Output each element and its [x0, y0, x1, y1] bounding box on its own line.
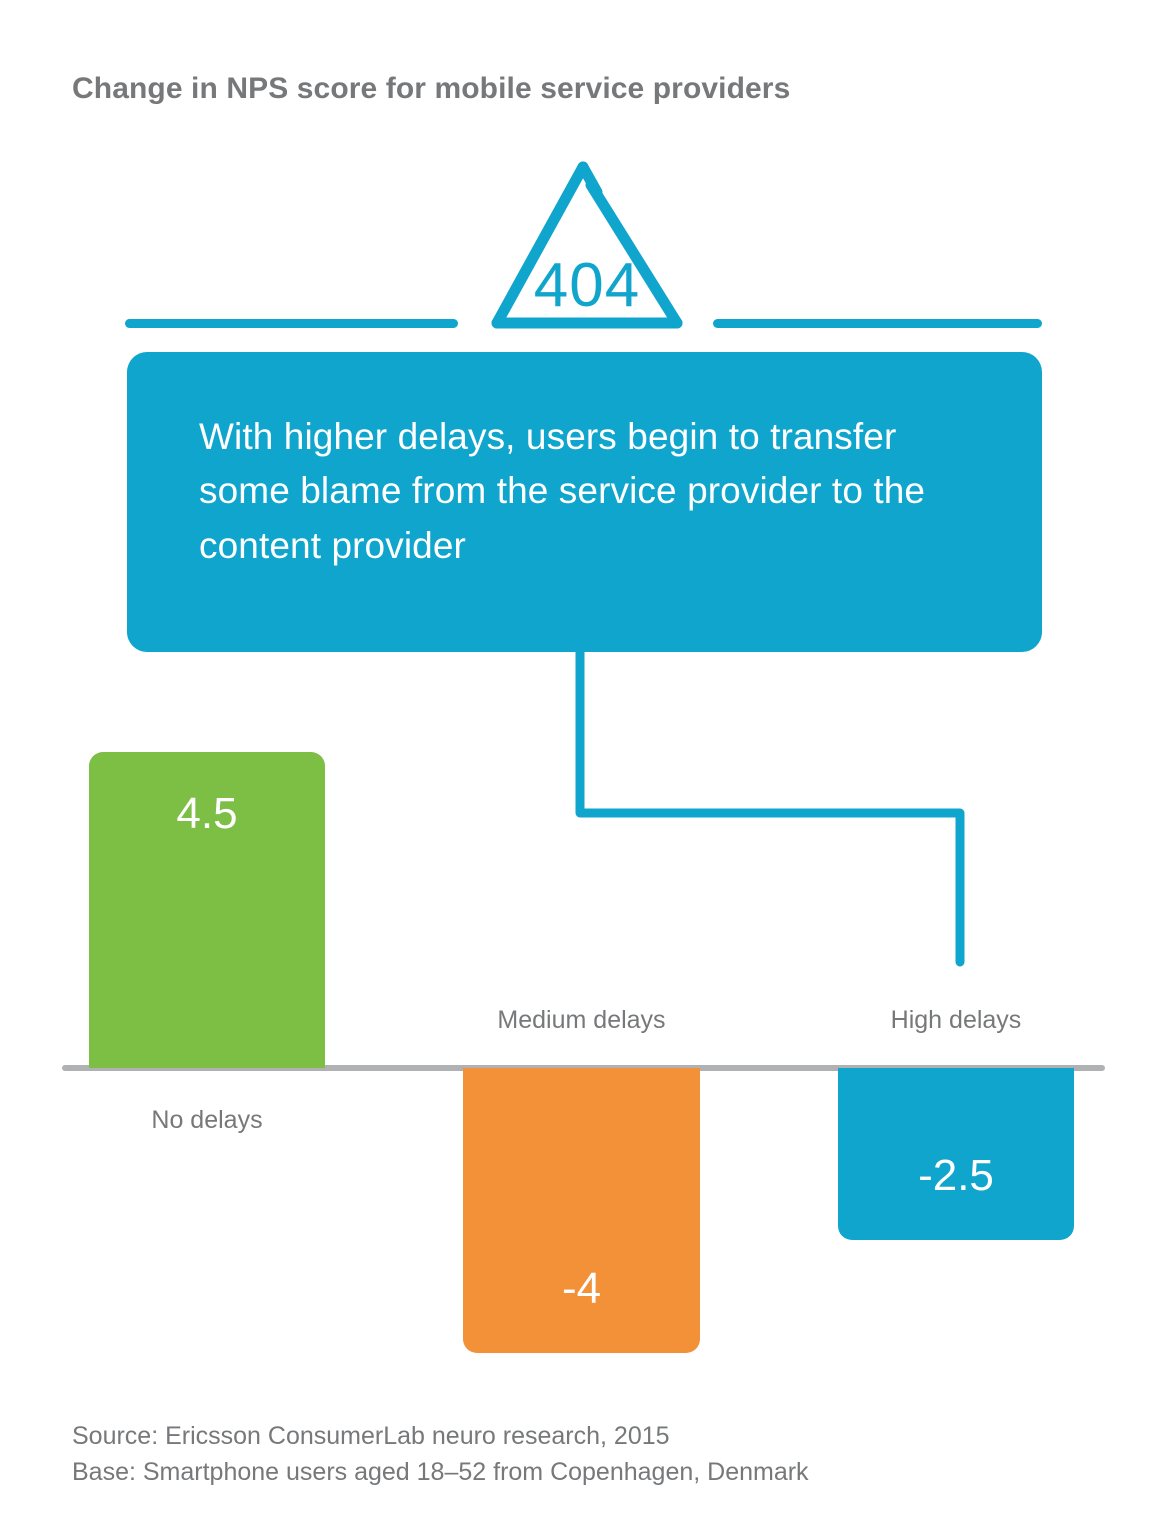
divider-rule-right — [713, 319, 1042, 328]
bar-high-delays[interactable]: -2.5 — [838, 1068, 1074, 1240]
callout-box: With higher delays, users begin to trans… — [127, 352, 1042, 652]
callout-text: With higher delays, users begin to trans… — [199, 416, 926, 566]
warning-triangle-badge: 404 — [487, 155, 687, 335]
category-label-high-delays: High delays — [890, 1006, 1022, 1034]
bar-medium-delays[interactable]: -4 — [463, 1068, 700, 1353]
divider-rule-left — [125, 319, 458, 328]
page-title: Change in NPS score for mobile service p… — [72, 72, 791, 105]
footnotes: Source: Ericsson ConsumerLab neuro resea… — [72, 1418, 1072, 1491]
source-line: Source: Ericsson ConsumerLab neuro resea… — [72, 1422, 670, 1450]
base-line: Base: Smartphone users aged 18–52 from C… — [72, 1458, 809, 1487]
bar-value-no-delays: 4.5 — [176, 789, 238, 838]
bar-no-delays[interactable]: 4.5 — [89, 752, 325, 1068]
category-label-no-delays: No delays — [151, 1106, 263, 1134]
warning-triangle-icon — [491, 161, 683, 329]
category-label-medium-delays: Medium delays — [497, 1006, 666, 1034]
error-code-label: 404 — [533, 251, 641, 320]
bar-value-high-delays: -2.5 — [918, 1151, 994, 1200]
bar-value-medium-delays: -4 — [561, 1264, 602, 1313]
